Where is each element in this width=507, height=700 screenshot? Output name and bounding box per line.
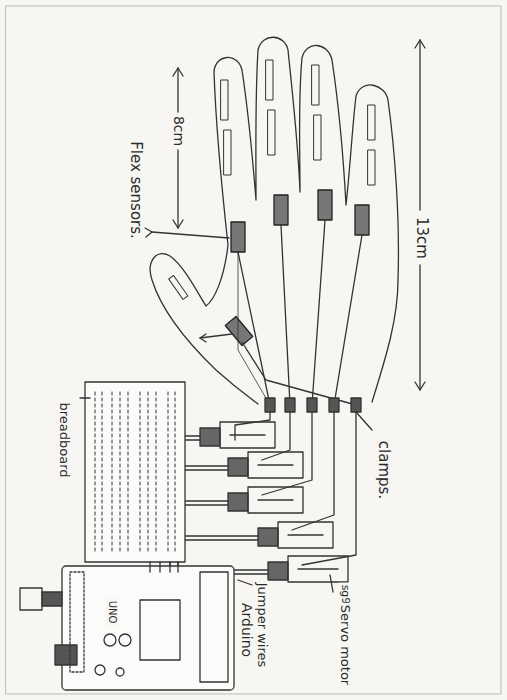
page-border [6,6,501,694]
dimension-line [173,40,425,390]
dimension-label: 8cm [170,114,185,148]
breadboard-holes [95,392,175,552]
jumper-wire [150,562,178,572]
leader-line [80,228,372,592]
part-label: Flex sensors. [128,139,145,241]
part-label: Arduino [238,601,253,659]
board-marking: UNO [107,599,118,626]
sensor-wire [238,220,362,405]
part-label: Jumper wires [255,581,269,670]
finger-segments [169,60,375,299]
arduino-parts [20,572,228,682]
part-label: breadboard [57,400,71,479]
servo-motor [200,422,348,582]
arduino-board [62,566,234,690]
part-label: Servo motor [338,603,352,687]
dimension-label: 13cm [414,215,431,261]
hand-outline [150,37,398,404]
clamp [265,398,361,412]
part-label: clamps. [376,439,393,501]
breadboard [85,382,185,562]
